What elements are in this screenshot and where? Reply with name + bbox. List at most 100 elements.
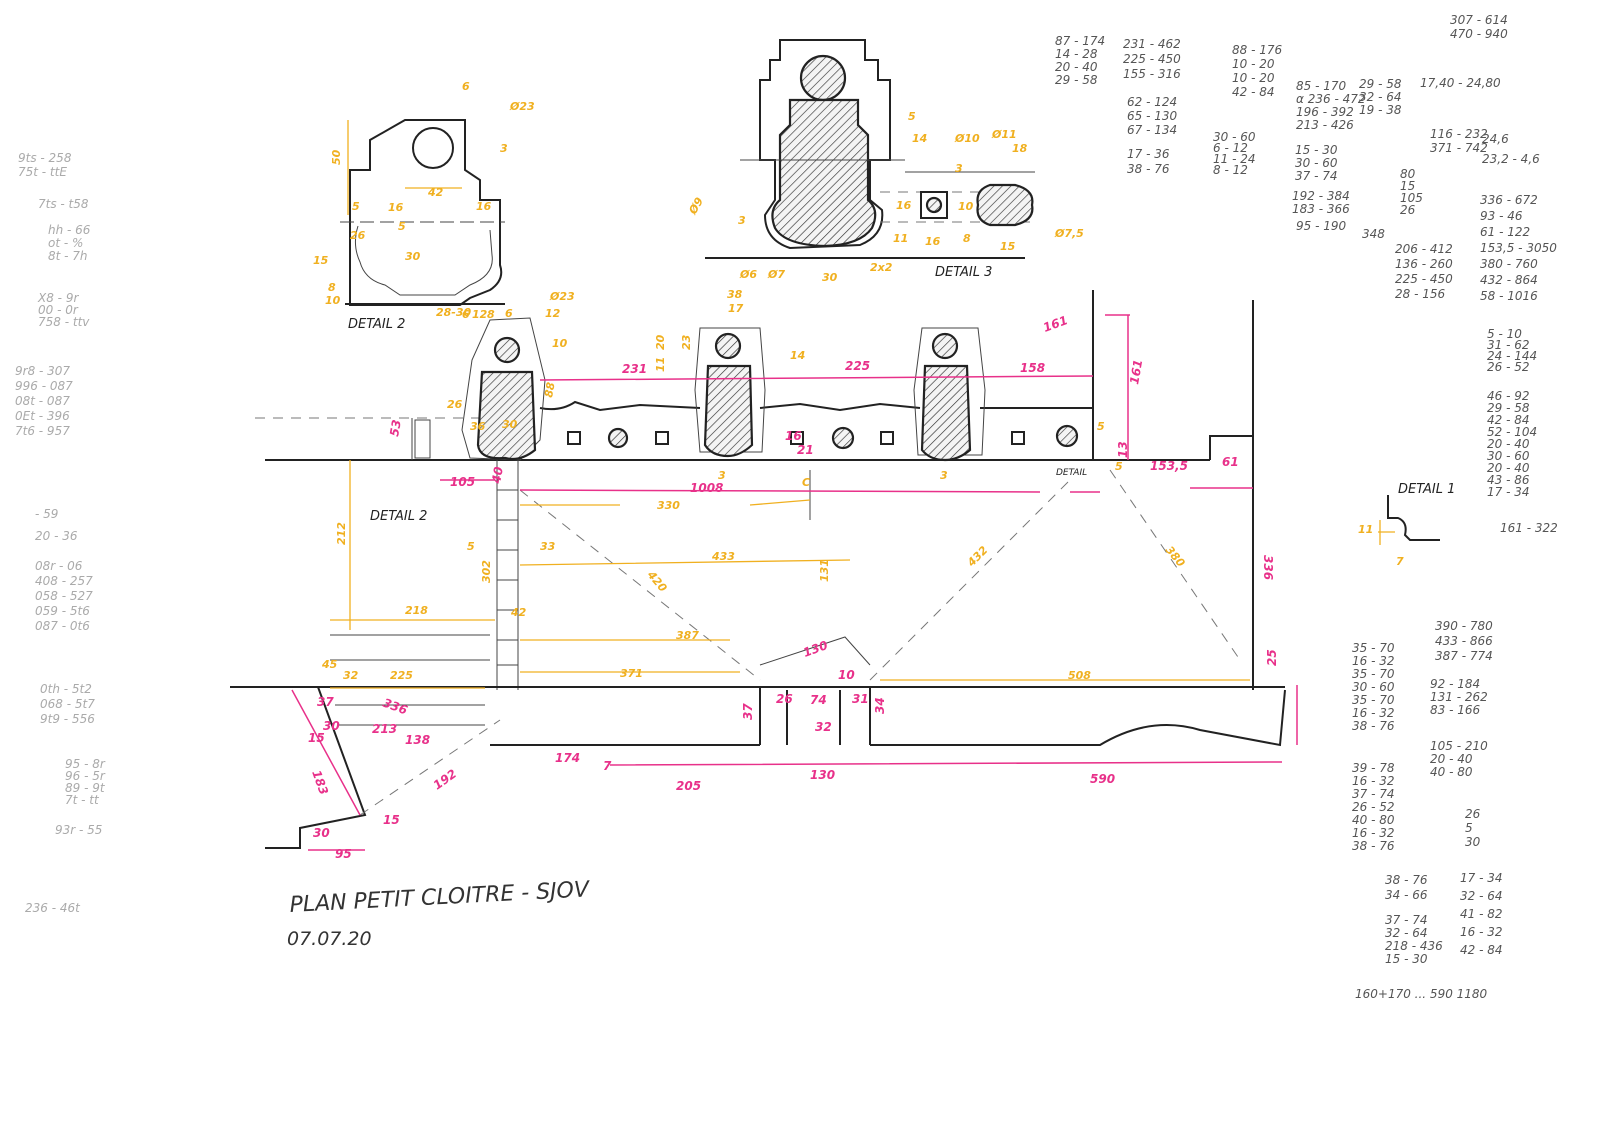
calc-note: 390 - 780 [1435, 619, 1493, 633]
calc-note: 155 - 316 [1123, 67, 1181, 81]
detail-2-dimension: 28-30 [436, 306, 472, 319]
detail-label: DETAIL 1 [1398, 482, 1455, 497]
detail-1-dimension: 11 [1358, 523, 1373, 536]
pink-dimension: 30 [323, 719, 340, 733]
yellow-dimension: 3 [718, 469, 726, 482]
calc-note: 93 - 46 [1480, 209, 1523, 223]
mirrored-note: 408 - 257 [35, 574, 93, 588]
detail-3-dimension: Ø6 [739, 268, 757, 281]
mirrored-note: 00 - 0r [38, 303, 79, 317]
calc-note: 24 - 144 [1487, 349, 1537, 363]
pink-dimension: 13 [1116, 441, 1130, 458]
calc-note: 29 - 58 [1055, 73, 1098, 87]
calc-note: 336 - 672 [1480, 193, 1538, 207]
detail-3-dimension: 5 [908, 110, 916, 123]
yellow-dimension: 45 [321, 658, 338, 671]
calc-note: 46 - 92 [1487, 389, 1530, 403]
pier-3 [913, 327, 986, 462]
yellow-dimension: 508 [1068, 669, 1091, 682]
pink-dimension: 105 [450, 475, 475, 489]
calc-note: 40 - 80 [1352, 813, 1395, 827]
yellow-dimension: 30 [502, 418, 518, 431]
calc-note: 38 - 76 [1127, 162, 1170, 176]
calc-note: 183 - 366 [1292, 202, 1350, 216]
detail-3-dimension: Ø10 [954, 132, 980, 145]
yellow-dimension: 371 [620, 667, 643, 680]
calc-note: 52 - 104 [1487, 425, 1537, 439]
calc-note: 17,40 - 24,80 [1420, 76, 1501, 90]
calc-note: 92 - 184 [1430, 677, 1480, 691]
pink-dimension: 205 [676, 779, 701, 793]
mirrored-note: 7t6 - 957 [15, 424, 70, 438]
calc-note: 42 - 84 [1487, 413, 1530, 427]
calc-note: 38 - 76 [1352, 719, 1395, 733]
calc-note: 17 - 36 [1127, 147, 1170, 161]
yellow-dimension: 330 [657, 499, 680, 512]
mirrored-note: 758 - ttv [38, 315, 90, 329]
calc-note: 34 - 66 [1385, 888, 1428, 902]
yellow-dimension: 23 [680, 334, 693, 350]
calc-note: 105 [1400, 191, 1423, 205]
calc-note: 387 - 774 [1435, 649, 1493, 663]
calc-note: 225 - 450 [1395, 272, 1453, 286]
calc-note: 10 - 20 [1232, 57, 1275, 71]
yellow-dimension: 12 [545, 307, 561, 320]
yellow-dimension: 3 [940, 469, 948, 482]
calc-note: 61 - 122 [1480, 225, 1530, 239]
calc-note: 35 - 70 [1352, 667, 1395, 681]
calc-note: 30 - 60 [1295, 156, 1338, 170]
calc-note: 26 - 52 [1352, 800, 1395, 814]
detail-1-dimension: 7 [1396, 555, 1404, 568]
calc-note: 433 - 866 [1435, 634, 1493, 648]
detail-3-dimension: Ø11 [991, 128, 1017, 141]
detail-label: DETAIL 2 [370, 509, 427, 524]
calc-note: 432 - 864 [1480, 273, 1538, 287]
mirrored-note: 08r - 06 [35, 559, 83, 573]
pink-dimension: 61 [1222, 455, 1239, 469]
mirrored-note: 9t9 - 556 [40, 712, 95, 726]
yellow-dimension: 38 [727, 288, 743, 301]
yellow-dimension: Ø23 [549, 290, 575, 303]
detail-2-dimension: 50 [330, 149, 343, 165]
yellow-dimension: 32 [343, 669, 359, 682]
calc-note: 41 - 82 [1460, 907, 1503, 921]
pink-dimension: 21 [797, 443, 814, 457]
detail-3-dimension: Ø9 [686, 195, 706, 217]
calc-note: 67 - 134 [1127, 123, 1177, 137]
yellow-dimension: 33 [540, 540, 556, 553]
detail-2-dimension: Ø23 [509, 100, 535, 113]
yellow-dimension: 302 [480, 560, 493, 583]
calc-note: 371 - 742 [1430, 141, 1488, 155]
pink-dimension: 174 [555, 751, 580, 765]
calc-note: 20 - 40 [1487, 437, 1530, 451]
calc-note: 5 - 10 [1487, 327, 1522, 341]
calc-note: 116 - 232 [1430, 127, 1488, 141]
mirrored-note: 236 - 46t [25, 901, 81, 915]
calc-note: 43 - 86 [1487, 473, 1530, 487]
yellow-dimension: 11 [654, 357, 667, 372]
calc-note: 8 - 12 [1213, 163, 1248, 177]
calc-note: 37 - 74 [1385, 913, 1428, 927]
pink-dimension: 32 [815, 720, 832, 734]
detail-2-drawing [340, 119, 505, 306]
calc-note: 20 - 40 [1487, 461, 1530, 475]
detail-3-dimension: 16 [896, 199, 912, 212]
pink-dimension: 336 [381, 696, 409, 718]
mirrored-note: 20 - 36 [35, 529, 78, 543]
calc-note: α 236 - 472 [1296, 92, 1366, 106]
detail-label: DETAIL 2 [348, 317, 405, 332]
yellow-dimension: 218 [405, 604, 428, 617]
pink-dimension: 1008 [690, 481, 723, 495]
calc-note: 14 - 28 [1055, 47, 1098, 61]
calc-note: 30 - 60 [1213, 130, 1256, 144]
mirrored-note: 7ts - t58 [38, 197, 89, 211]
calc-note: 26 [1465, 807, 1481, 821]
pink-dimension: 16 [785, 429, 802, 443]
mirrored-note: 75t - ttE [18, 165, 67, 179]
calc-note: 31 - 62 [1487, 338, 1530, 352]
calc-note: 26 - 52 [1487, 360, 1530, 374]
calc-note: 131 - 262 [1430, 690, 1488, 704]
mirrored-note: 89 - 9t [65, 781, 106, 795]
detail-2-dimension: 6 [462, 80, 470, 93]
colonnettes [567, 424, 1079, 450]
